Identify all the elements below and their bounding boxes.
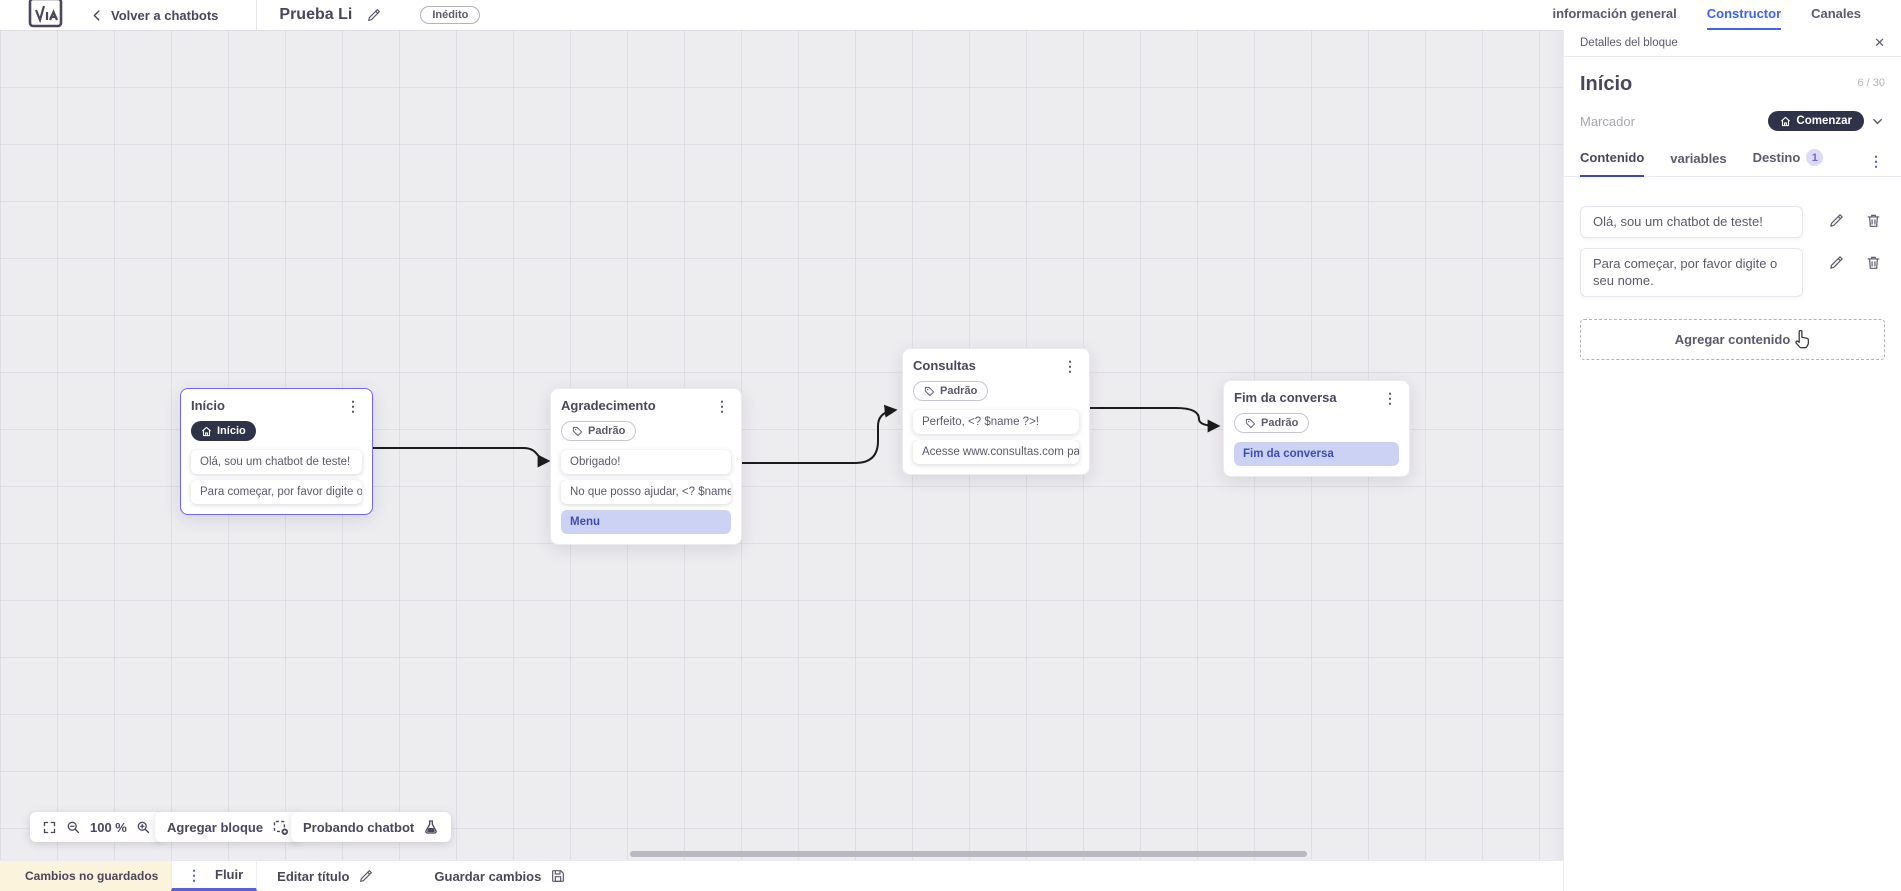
zoom-toolbar: 100 %	[30, 812, 163, 842]
content-item-row: Para começar, por favor digite o seu nom…	[1580, 248, 1885, 297]
save-icon	[552, 870, 565, 882]
node-menu-icon[interactable]: ⋮	[1063, 357, 1077, 374]
topbar-divider	[256, 0, 258, 30]
node-message[interactable]: Para começar, por favor digite o ...	[191, 480, 362, 504]
delete-content-icon[interactable]	[1865, 254, 1882, 271]
edit-content-icon[interactable]	[1828, 254, 1845, 271]
flow-node-inicio[interactable]: Início ⋮ Início Olá, sou um chatbot de t…	[180, 388, 373, 515]
zoom-level: 100 %	[90, 819, 127, 835]
content-item-row: Olá, sou um chatbot de teste!	[1580, 206, 1885, 239]
node-message[interactable]: Olá, sou um chatbot de teste!	[191, 450, 362, 474]
node-message[interactable]: Acesse www.consultas.com par...	[913, 440, 1079, 464]
edit-title-icon[interactable]	[366, 7, 382, 23]
tab-canales[interactable]: Canales	[1811, 6, 1861, 21]
canvas-horizontal-scrollbar[interactable]	[630, 851, 1307, 857]
node-title: Início	[191, 398, 225, 413]
delete-content-icon[interactable]	[1865, 212, 1882, 229]
back-chevron-icon[interactable]	[90, 8, 105, 23]
edit-content-icon[interactable]	[1828, 212, 1845, 229]
pencil-icon	[360, 870, 373, 882]
flow-node-agradecimento[interactable]: Agradecimento ⋮ Padrão Obrigado! No que …	[550, 388, 742, 545]
flask-icon	[423, 819, 439, 835]
add-block-button[interactable]: Agregar bloque	[155, 812, 302, 842]
panel-menu-icon[interactable]: ⋮	[1869, 153, 1883, 169]
node-menu-item[interactable]: Menu	[561, 510, 731, 534]
default-marker-badge: Padrão	[1234, 413, 1310, 433]
start-marker-badge: Início	[191, 421, 256, 441]
default-marker-badge: Padrão	[913, 381, 989, 401]
status-badge: Inédito	[420, 6, 481, 24]
marker-select[interactable]: Comenzar	[1768, 111, 1864, 131]
content-text[interactable]: Olá, sou um chatbot de teste!	[1580, 206, 1803, 239]
content-text[interactable]: Para começar, por favor digite o seu nom…	[1580, 248, 1803, 297]
flow-canvas[interactable]: Início ⋮ Início Olá, sou um chatbot de t…	[0, 30, 1563, 860]
default-marker-badge: Padrão	[561, 421, 637, 441]
node-end-item[interactable]: Fim da conversa	[1234, 442, 1399, 466]
flow-node-consultas[interactable]: Consultas ⋮ Padrão Perfeito, <? $name ?>…	[902, 348, 1090, 475]
tab-destino[interactable]: Destino 1	[1753, 149, 1824, 176]
tab-variables[interactable]: variables	[1670, 151, 1727, 166]
tab-informacion-general[interactable]: información general	[1552, 6, 1677, 21]
node-menu-icon[interactable]: ⋮	[715, 397, 729, 414]
node-menu-icon[interactable]: ⋮	[1383, 389, 1397, 406]
char-count: 6 / 30	[1857, 77, 1885, 89]
node-message[interactable]: Perfeito, <? $name ?>!	[913, 410, 1079, 434]
fit-screen-icon[interactable]	[42, 820, 57, 835]
flow-node-fim-da-conversa[interactable]: Fim da conversa ⋮ Padrão Fim da conversa	[1223, 380, 1410, 477]
back-to-chatbots-link[interactable]: Volver a chatbots	[111, 7, 219, 23]
save-changes-button[interactable]: Guardar cambios	[434, 861, 566, 891]
flow-tab-menu-icon[interactable]: ⋮	[187, 866, 201, 883]
node-title: Consultas	[913, 358, 976, 373]
zoom-in-icon[interactable]	[136, 820, 151, 835]
test-chatbot-button[interactable]: Probando chatbot	[291, 812, 452, 842]
node-menu-icon[interactable]: ⋮	[346, 397, 360, 414]
zoom-out-icon[interactable]	[66, 820, 81, 835]
block-details-panel: Detalles del bloque ✕ Início 6 / 30 Marc…	[1563, 30, 1901, 891]
flow-tab[interactable]: ⋮ Fluir	[171, 861, 258, 891]
edit-flow-title-button[interactable]: Editar título	[277, 861, 374, 891]
panel-title: Detalles del bloque	[1580, 37, 1678, 49]
node-title: Fim da conversa	[1234, 390, 1337, 405]
main-tabs: información general Constructor Canales	[1552, 0, 1861, 30]
home-icon	[202, 426, 211, 436]
node-message[interactable]: Obrigado!	[561, 450, 731, 474]
add-content-button[interactable]: Agregar contenido	[1580, 318, 1885, 360]
add-block-icon	[272, 819, 289, 836]
node-title: Agradecimento	[561, 398, 656, 413]
topbar: Volver a chatbots Prueba Li Inédito info…	[0, 0, 1901, 30]
close-icon[interactable]: ✕	[1874, 35, 1885, 50]
node-message[interactable]: No que posso ajudar, <? $name ...	[561, 480, 731, 504]
tag-icon	[572, 426, 583, 436]
home-icon	[1781, 116, 1791, 126]
bottombar: Cambios no guardados ⋮ Fluir Editar títu…	[0, 860, 1563, 891]
chevron-down-icon[interactable]	[1870, 114, 1885, 129]
unsaved-changes-indicator: Cambios no guardados	[0, 861, 171, 891]
tag-icon	[1245, 418, 1256, 428]
tab-contenido[interactable]: Contenido	[1580, 150, 1645, 177]
app-logo	[28, 0, 64, 29]
tag-icon	[924, 386, 935, 396]
tab-constructor[interactable]: Constructor	[1706, 0, 1782, 30]
chatbot-title: Prueba Li	[279, 6, 353, 23]
marker-label: Marcador	[1580, 113, 1635, 129]
block-name: Início	[1580, 73, 1633, 95]
destino-count-badge: 1	[1806, 149, 1824, 166]
